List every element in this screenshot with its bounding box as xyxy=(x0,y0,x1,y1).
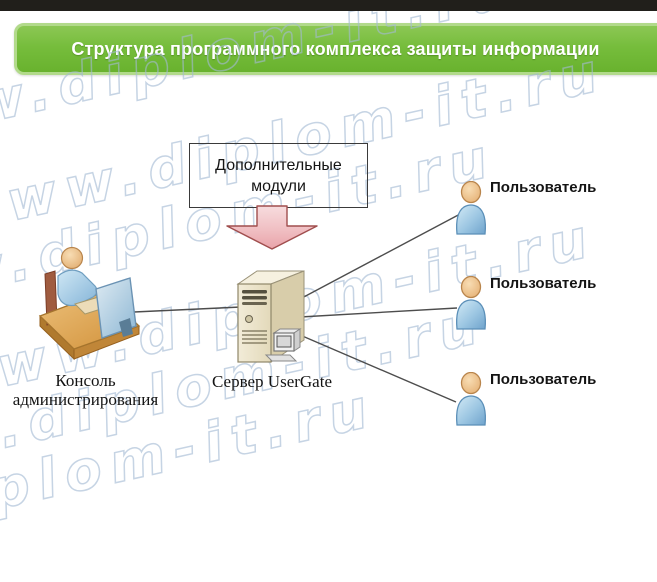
user-icon xyxy=(456,276,486,330)
server-label: Сервер UserGate xyxy=(211,372,332,391)
user-label-3: Пользователь xyxy=(490,371,597,388)
user-icon xyxy=(456,181,486,235)
slide-title: Структура программного комплекса защиты … xyxy=(71,38,600,59)
down-arrow-icon xyxy=(226,205,318,250)
line-server-to-user-3 xyxy=(299,334,457,403)
admin-console-icon xyxy=(38,246,141,361)
title-banner: Структура программного комплекса защиты … xyxy=(14,23,657,75)
line-console-to-server xyxy=(133,306,242,313)
user-icon xyxy=(456,372,486,426)
modules-box-line1: Дополнительные xyxy=(215,156,342,174)
console-label-line2: администрирования xyxy=(12,390,159,409)
user-label-2: Пользователь xyxy=(490,275,597,292)
console-label: Консоль администрирования xyxy=(3,371,168,409)
line-server-to-user-1 xyxy=(299,212,463,300)
console-label-line1: Консоль xyxy=(55,371,116,390)
top-dark-bar xyxy=(0,0,657,11)
line-server-to-user-2 xyxy=(299,307,458,318)
server-icon xyxy=(236,270,305,363)
modules-box: Дополнительные модули xyxy=(189,143,368,208)
user-label-1: Пользователь xyxy=(490,179,597,196)
modules-box-line2: модули xyxy=(251,177,306,195)
connector-lines xyxy=(133,212,463,403)
